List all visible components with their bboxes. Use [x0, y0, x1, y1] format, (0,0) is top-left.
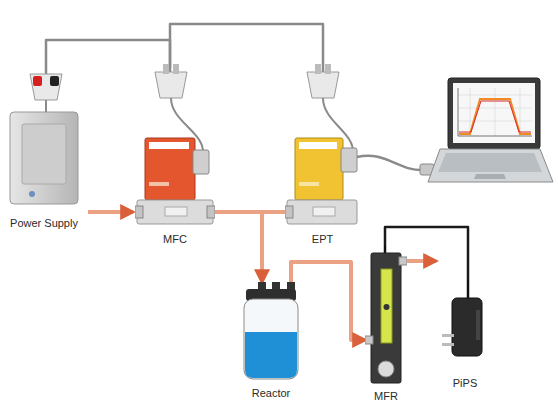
device-label: MFR	[373, 389, 399, 403]
signal-cable	[170, 24, 323, 68]
outlet-pipe	[405, 259, 436, 263]
device-label: Reactor	[251, 386, 292, 400]
gas-pipe	[215, 212, 262, 282]
device-label: PiPS	[452, 376, 478, 390]
laptop	[428, 78, 553, 182]
plug-power-supply-drawing	[440, 280, 490, 372]
reactor-vessel-drawing	[236, 282, 306, 382]
device-label: Power Supply	[9, 216, 79, 230]
device-label: MFC	[162, 232, 188, 246]
mass-flow-controller: MFC	[135, 62, 215, 246]
power-supply: Power Supply	[7, 62, 81, 230]
flow-meter: MFR	[365, 245, 407, 403]
flow-meter-drawing	[365, 245, 407, 385]
signal-cable	[46, 40, 170, 62]
mass-flow-controller-drawing	[135, 62, 215, 226]
plug-power-supply: PiPS	[440, 280, 490, 390]
data-cable	[357, 156, 424, 171]
reactor-vessel: Reactor	[236, 282, 306, 400]
power-supply-drawing	[8, 62, 80, 210]
pressure-transducer-drawing	[285, 62, 360, 226]
gas-pipe	[291, 262, 365, 340]
device-label: EPT	[311, 232, 334, 246]
inlet-pipe	[88, 210, 133, 214]
pressure-transducer: EPT	[285, 62, 360, 246]
